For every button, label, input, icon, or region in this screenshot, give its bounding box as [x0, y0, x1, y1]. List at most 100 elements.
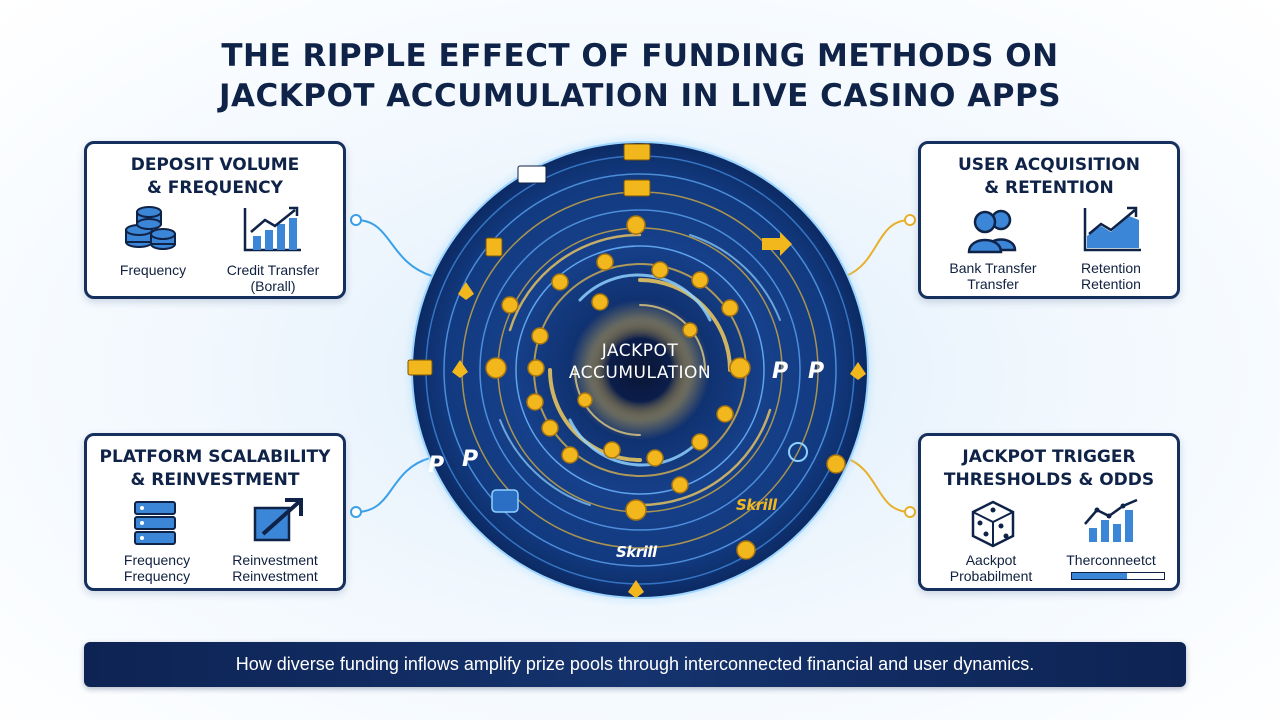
card-label-right-line-2: Reinvestment: [232, 568, 318, 584]
card-title-line-1: USER ACQUISITION: [957, 155, 1141, 175]
connector-node-acquisition: [904, 214, 916, 226]
footer-caption: How diverse funding inflows amplify priz…: [84, 642, 1186, 687]
coin: [541, 419, 559, 437]
page-title: THE RIPPLE EFFECT OF FUNDING METHODS ON …: [0, 36, 1280, 116]
card-title-line-2: & REINVESTMENT: [130, 470, 300, 490]
card-title-line-2: THRESHOLDS & ODDS: [943, 470, 1155, 490]
card-label-right-line-1: Reinvestment: [232, 552, 318, 568]
ethereum-icons: [452, 282, 866, 598]
coin: [691, 271, 709, 289]
title-line-2: JACKPOT ACCUMULATION IN LIVE CASINO APPS: [218, 78, 1062, 114]
card-label-left: Frequency: [119, 262, 187, 278]
vortex-swirls: [499, 233, 781, 507]
paypal-icon: P: [772, 359, 788, 384]
coin: [826, 454, 846, 474]
coins: [485, 215, 846, 560]
ethereum-icon: [452, 360, 468, 378]
trigger-progress-bar: [1071, 572, 1165, 580]
card-label-right-line-1: Retention: [1081, 260, 1141, 276]
coin: [596, 253, 614, 271]
area-chart-growth-icon: [1083, 206, 1141, 252]
jackpot-vortex: P P P P: [402, 132, 878, 608]
bar-chart-growth-icon: [243, 206, 301, 252]
coin: [736, 540, 756, 560]
paypal-icon: P: [428, 453, 444, 478]
ethereum-icon: [850, 362, 866, 380]
server-stack-icon: [134, 501, 176, 545]
coin: [551, 273, 569, 291]
vortex-core: [570, 300, 710, 440]
card-icon: [623, 143, 651, 161]
card-label-left-line-2: Probabilment: [949, 568, 1033, 584]
card-icon: [623, 179, 651, 197]
coin: [626, 215, 646, 235]
camera-icon: [491, 489, 519, 513]
connector-node-deposit: [350, 214, 362, 226]
coin: [501, 296, 519, 314]
card-user-acquisition: USER ACQUISITION & RETENTION Bank Transf…: [918, 141, 1180, 299]
ethereum-icon: [628, 580, 644, 598]
card-title-line-2: & RETENTION: [984, 178, 1114, 198]
settings-icon: [788, 442, 808, 462]
coin: [485, 357, 507, 379]
bar-chart-line-icon: [1084, 498, 1138, 542]
coin: [625, 499, 647, 521]
card-title-line-1: PLATFORM SCALABILITY: [99, 447, 331, 467]
skrill-logo-bottom: Skrill: [616, 543, 657, 561]
title-line-1: THE RIPPLE EFFECT OF FUNDING METHODS ON: [221, 38, 1059, 74]
coin: [527, 359, 545, 377]
coin: [577, 392, 593, 408]
card-label-left-line-1: Aackpot: [965, 552, 1017, 568]
card-title-line-1: DEPOSIT VOLUME: [130, 155, 300, 175]
card-label-right-line-2: (Borall): [250, 278, 296, 294]
dice-icon: [971, 500, 1015, 548]
card-title: DEPOSIT VOLUME & FREQUENCY: [87, 154, 343, 200]
card-label-right: Reinvestment Reinvestment: [215, 552, 335, 584]
card-label-left-line-2: Frequency: [123, 568, 191, 584]
card-label-left: Aackpot Probabilment: [931, 552, 1051, 584]
coin: [561, 446, 579, 464]
arrow-up-right-box-icon: [253, 498, 303, 542]
card-label-left-line-1: Bank Transfer: [949, 260, 1037, 276]
card-label-right: Retention Retention: [1051, 260, 1171, 292]
card-icon: [407, 359, 433, 376]
coin: [646, 449, 664, 467]
coin: [682, 322, 698, 338]
card-title: JACKPOT TRIGGER THRESHOLDS & ODDS: [921, 446, 1177, 492]
card-label-left-line-2: Transfer: [967, 276, 1019, 292]
paypal-icons: P P P P: [428, 359, 824, 478]
coin: [651, 261, 669, 279]
card-icons-white: [517, 165, 547, 184]
card-jackpot-trigger: JACKPOT TRIGGER THRESHOLDS & ODDS Aackpo…: [918, 433, 1180, 591]
card-title: PLATFORM SCALABILITY & REINVESTMENT: [87, 446, 343, 492]
center-label-line-2: ACCUMULATION: [568, 363, 712, 383]
paypal-icon: P: [808, 359, 824, 384]
white-card-icon: [517, 165, 547, 184]
card-label-right: Therconneetct: [1066, 552, 1156, 568]
coin: [691, 433, 709, 451]
card-icons: [407, 143, 651, 376]
center-label-line-1: JACKPOT: [601, 341, 679, 361]
card-label-right-line-1: Credit Transfer: [226, 262, 320, 278]
coin: [716, 405, 734, 423]
coin: [603, 441, 621, 459]
coin: [526, 393, 544, 411]
arrow-icon: [762, 232, 792, 256]
card-title-line-1: JACKPOT TRIGGER: [962, 447, 1136, 467]
center-label: JACKPOT ACCUMULATION: [540, 340, 740, 384]
card-icon: [485, 237, 503, 257]
coin: [671, 476, 689, 494]
card-deposit-volume: DEPOSIT VOLUME & FREQUENCY Frequency Cre…: [84, 141, 346, 299]
card-title-line-2: & FREQUENCY: [147, 178, 283, 198]
coin: [531, 327, 549, 345]
coin: [729, 357, 751, 379]
card-label-left-line-1: Frequency: [123, 552, 191, 568]
coin-stack-icon: [125, 206, 176, 250]
card-label-left: Frequency Frequency: [97, 552, 217, 584]
paypal-icon: P: [462, 447, 478, 472]
ethereum-icon: [458, 282, 474, 300]
card-label-right-line-2: Retention: [1081, 276, 1141, 292]
coin: [721, 299, 739, 317]
trigger-progress-fill: [1072, 573, 1128, 579]
connector-node-trigger: [904, 506, 916, 518]
